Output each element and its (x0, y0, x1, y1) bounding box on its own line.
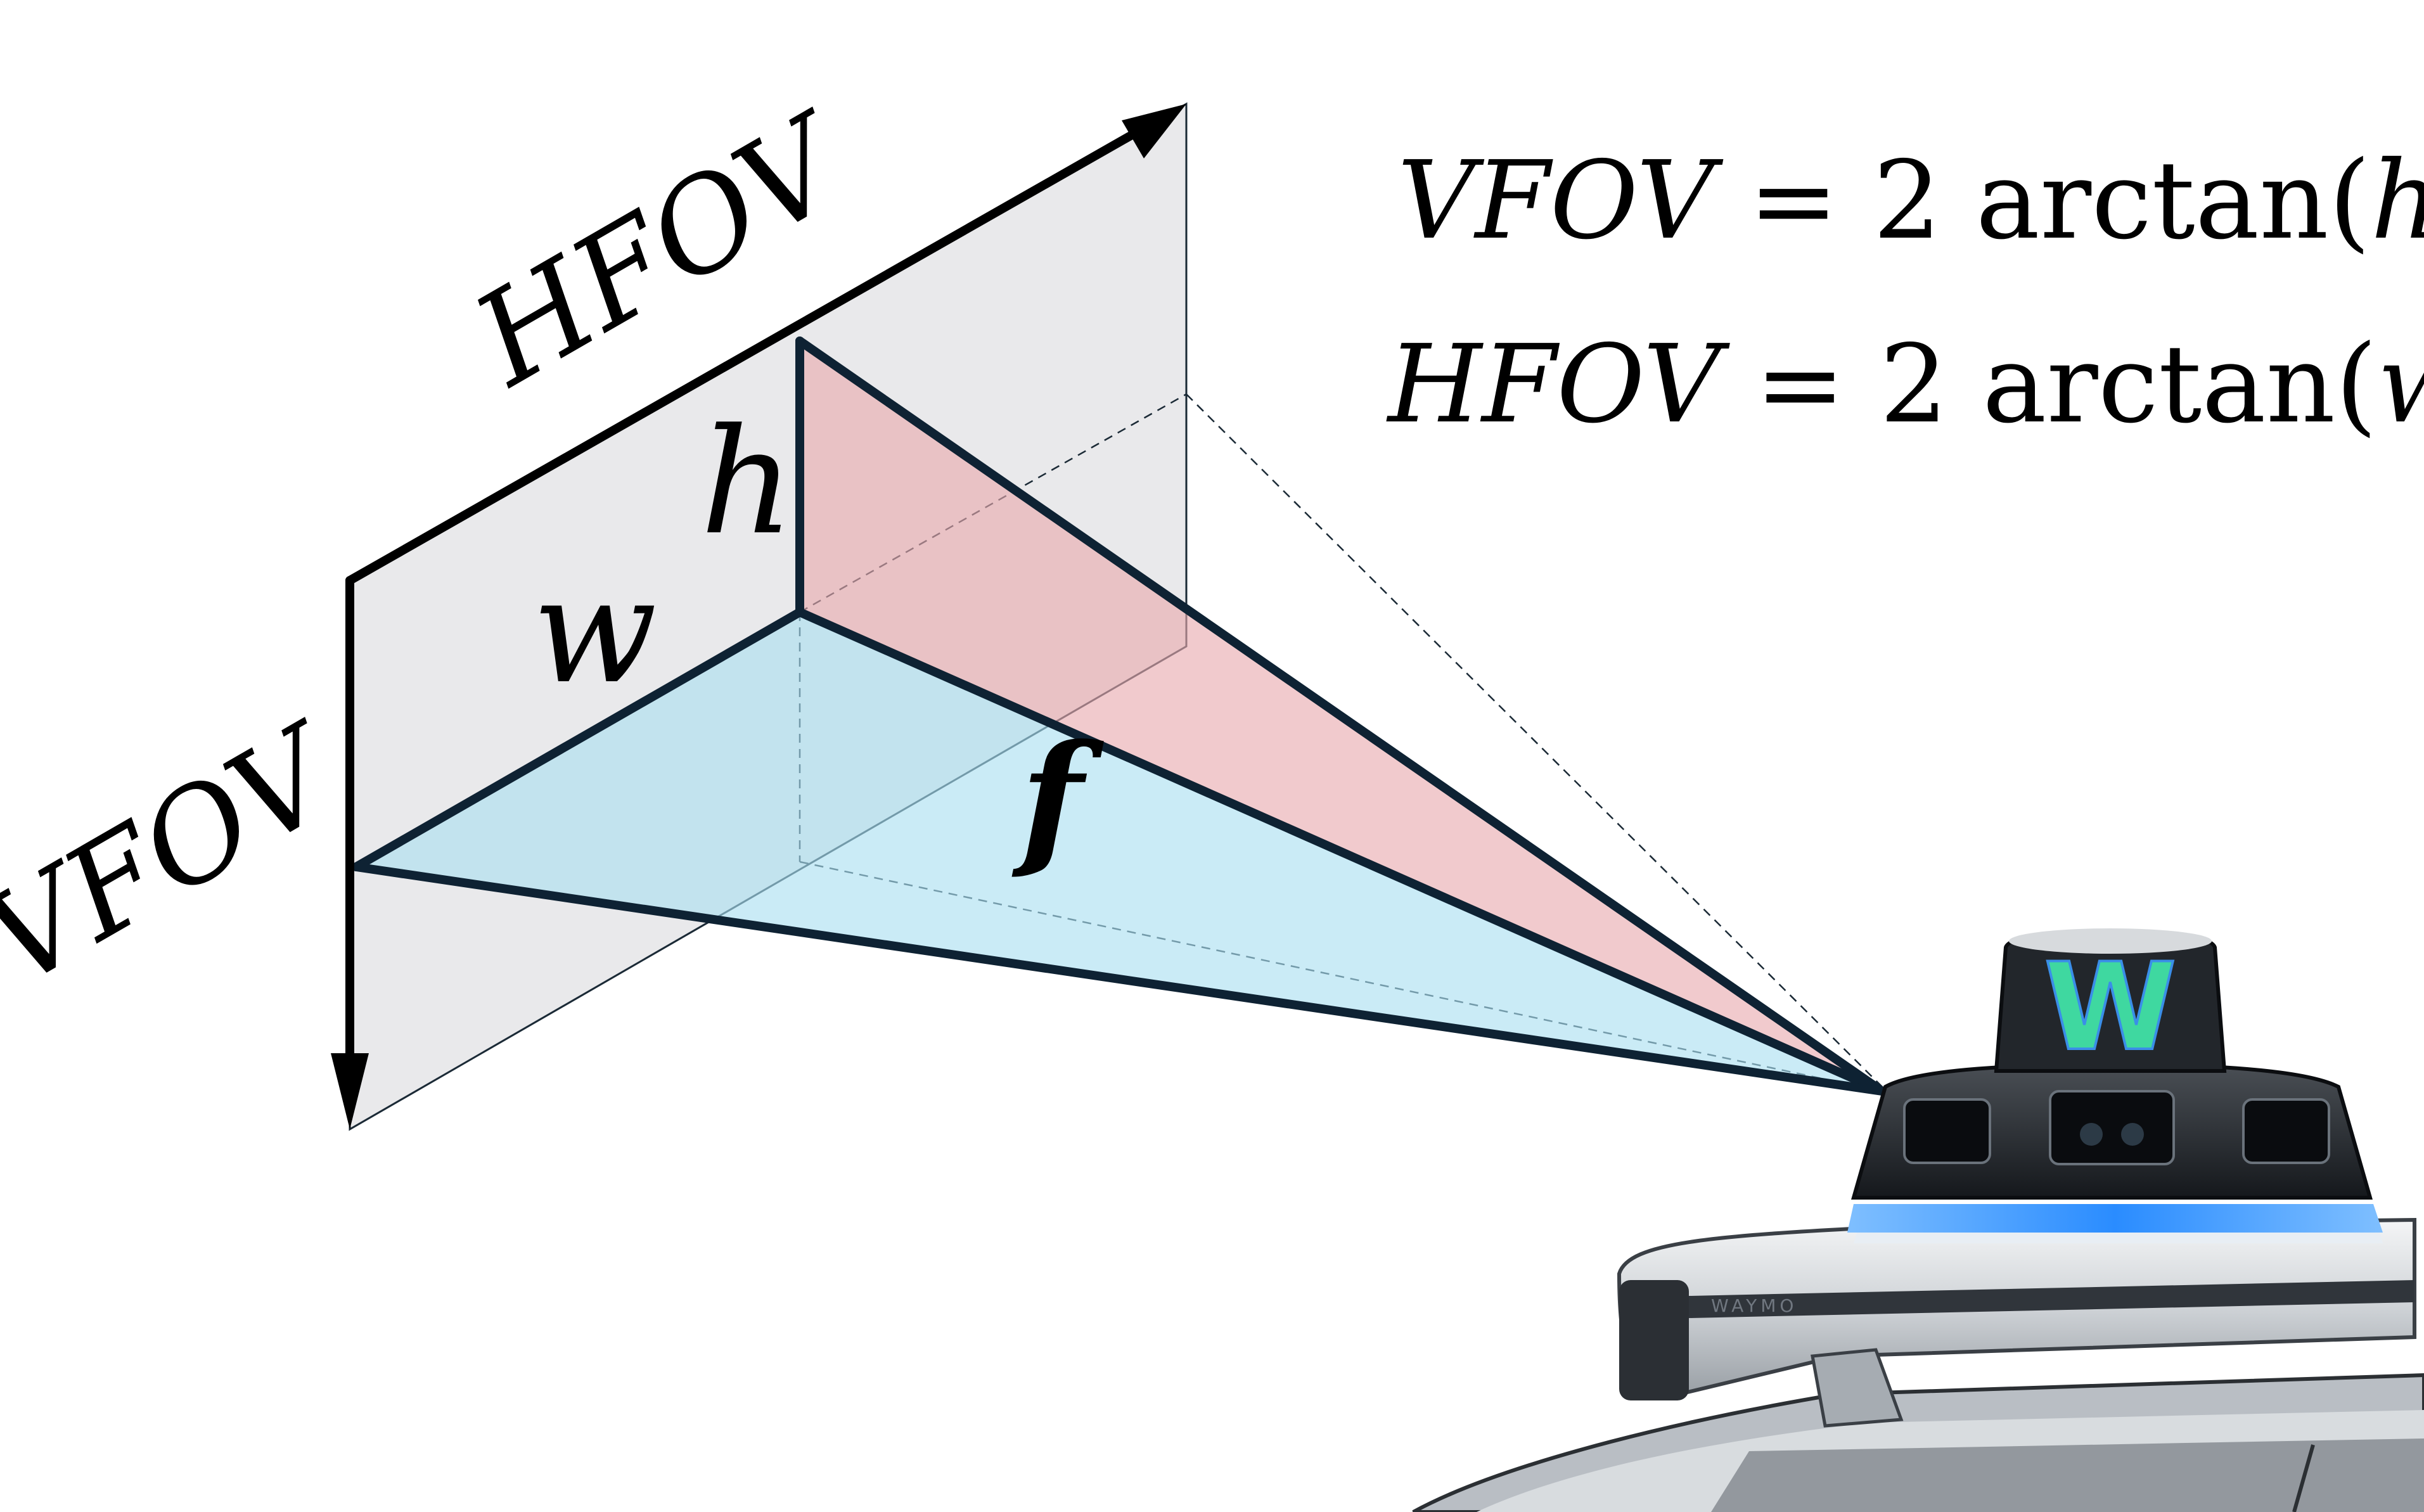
waymo-wordmark: WAYMO (1711, 1295, 1797, 1316)
camera-window-center (2049, 1090, 2175, 1165)
eq-vfov-op: = 2 (1714, 138, 1942, 264)
horizontal-fov-triangle (356, 612, 1882, 1091)
waymo-logo-letter: W (2044, 937, 2177, 1077)
eq-hfov-op: = 2 (1721, 322, 1948, 447)
svg-text:HFOV = 2 arctan(w/f): HFOV = 2 arctan(w/f) (1386, 322, 2424, 447)
svg-text:VFOV = 2 arctan(h/f): VFOV = 2 arctan(h/f) (1397, 138, 2424, 264)
car-roof-sensor-illustration: WAYMO W (1412, 928, 2424, 1512)
blue-light-band (1847, 1204, 2383, 1233)
eq-hfov-lhs: HFOV (1386, 322, 1731, 447)
eq-hfov-num: w (2377, 322, 2424, 447)
camera-window-right (2242, 1098, 2330, 1164)
h-label: h (700, 398, 794, 567)
frustum-outline (352, 336, 1887, 1096)
camera-window-left (1903, 1098, 1991, 1164)
w-label: w (532, 547, 657, 716)
eq-vfov-num: h (2371, 138, 2424, 264)
eq-vfov-lhs: VFOV (1397, 138, 1724, 264)
vfov-arrow (331, 576, 369, 1129)
equation-vfov: VFOV = 2 arctan(h/f) (1397, 138, 2424, 264)
eq-vfov-func: arctan( (1942, 138, 2371, 264)
equation-hfov: HFOV = 2 arctan(w/f) (1386, 322, 2424, 447)
hfov-arrow (345, 104, 1186, 585)
eq-hfov-func: arctan( (1948, 322, 2377, 447)
vfov-label: VFOV (0, 695, 367, 1015)
